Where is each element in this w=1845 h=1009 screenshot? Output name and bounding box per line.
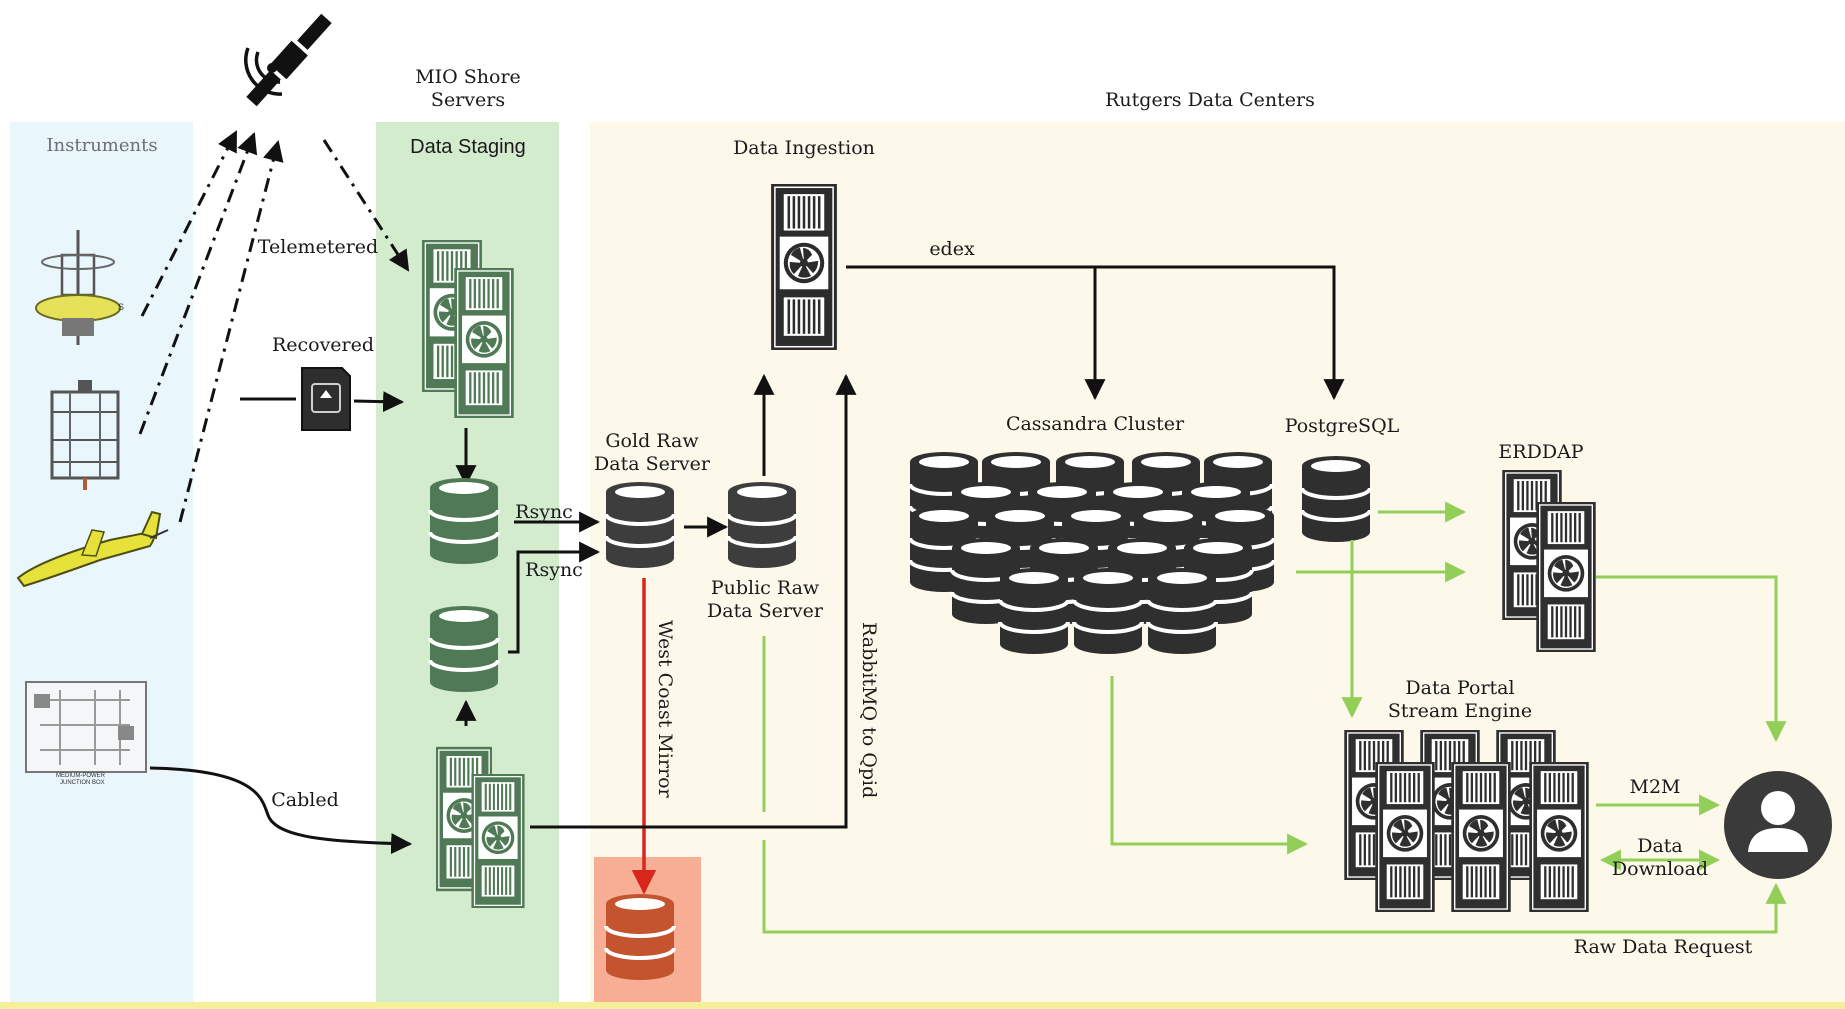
postgresql-db bbox=[1300, 454, 1372, 544]
rabbitmq-label: RabbitMQ to Qpid bbox=[858, 622, 880, 799]
telemetry-links bbox=[138, 130, 410, 523]
satellite-icon bbox=[244, 13, 332, 107]
rsync-label-1: Rsync bbox=[515, 501, 573, 523]
postgresql-label: PostgreSQL bbox=[1284, 415, 1400, 437]
rutgers-label: Rutgers Data Centers bbox=[1105, 89, 1315, 111]
public-raw-db bbox=[726, 480, 798, 570]
staging-servers-bottom bbox=[436, 746, 525, 908]
staging-db-top bbox=[428, 476, 500, 566]
cabled-label: Cabled bbox=[271, 789, 339, 811]
svg-text:MEDIUM-POWER: MEDIUM-POWER bbox=[56, 773, 106, 779]
mio-shore-servers-label: MIO Shore Servers bbox=[415, 66, 521, 111]
west-coast-mirror-label: West Coast Mirror bbox=[654, 620, 676, 798]
data-staging-label: Data Staging bbox=[410, 136, 526, 158]
sd-card-icon bbox=[301, 367, 351, 431]
bottom-strip bbox=[0, 1002, 1845, 1009]
gold-raw-db bbox=[604, 480, 676, 570]
svg-text:S: S bbox=[118, 302, 124, 312]
raw-data-request-label: Raw Data Request bbox=[1573, 936, 1753, 958]
data-portal-label: Data Portal Stream Engine bbox=[1387, 677, 1533, 722]
rsync-label-2: Rsync bbox=[525, 559, 583, 581]
data-ingestion-label: Data Ingestion bbox=[733, 137, 875, 159]
public-raw-label: Public Raw Data Server bbox=[707, 577, 823, 622]
profiler-icon bbox=[50, 380, 120, 490]
gold-raw-label: Gold Raw Data Server bbox=[594, 430, 710, 475]
user-icon bbox=[1724, 771, 1832, 879]
data-download-label: Data Download bbox=[1611, 835, 1709, 880]
cassandra-cluster bbox=[908, 450, 1276, 656]
buoy-icon: S bbox=[35, 230, 124, 345]
recovered-label: Recovered bbox=[271, 334, 375, 356]
staging-servers-top bbox=[422, 240, 514, 418]
svg-text:JUNCTION BOX: JUNCTION BOX bbox=[60, 780, 105, 786]
mirror-db bbox=[604, 892, 676, 982]
m2m-label: M2M bbox=[1629, 776, 1681, 798]
erddap-servers bbox=[1502, 470, 1596, 652]
telemetered-label: Telemetered bbox=[257, 236, 379, 258]
erddap-label: ERDDAP bbox=[1498, 441, 1584, 463]
glider-icon bbox=[16, 510, 169, 588]
data-ingestion-server bbox=[771, 184, 837, 350]
staging-db-bottom bbox=[428, 604, 500, 694]
data-portal-servers bbox=[1344, 730, 1589, 912]
instruments-label: Instruments bbox=[46, 135, 158, 156]
edex-label: edex bbox=[929, 238, 975, 260]
junction-box-icon: MEDIUM-POWER JUNCTION BOX bbox=[25, 681, 147, 786]
cassandra-label: Cassandra Cluster bbox=[1005, 413, 1185, 435]
